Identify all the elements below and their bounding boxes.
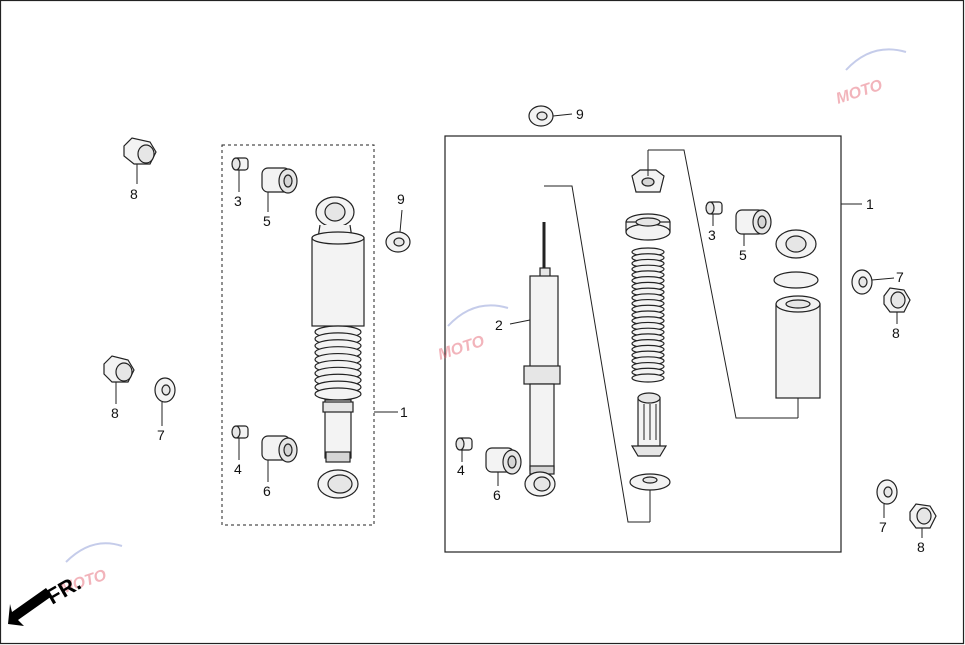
callout-numbers: 8 3 5 9 8 7 1 4 6 9 2 3 5 1 7 8 4 6 7 8 <box>111 106 925 555</box>
callout-1-left: 1 <box>400 404 408 420</box>
acorn-nut-8-right <box>883 287 911 313</box>
acorn-nut-8-top-left <box>123 137 157 165</box>
front-direction-indicator: FR. <box>8 570 85 626</box>
callout-8-right: 8 <box>892 325 900 341</box>
collar-4-right <box>455 437 473 451</box>
spring-seat-lower <box>629 473 671 491</box>
left-assembly-box <box>221 144 375 526</box>
spring-coil <box>314 387 362 401</box>
collar-3-left <box>231 157 249 171</box>
callout-5-right: 5 <box>739 247 747 263</box>
callout-6-right: 6 <box>493 487 501 503</box>
collar-3-right <box>705 201 723 215</box>
callout-6-left: 6 <box>263 483 271 499</box>
collar-4-left <box>231 425 249 439</box>
spring-retainer-top <box>631 169 665 193</box>
callout-1-right: 1 <box>866 196 874 212</box>
spring-coil <box>631 373 665 383</box>
bushing-5-right <box>735 209 772 235</box>
callout-7-right: 7 <box>896 269 904 285</box>
washer-9-left <box>385 231 411 253</box>
watermark-text: MOTO <box>834 77 885 108</box>
callout-9-top: 9 <box>576 106 584 122</box>
bump-cover <box>773 229 821 399</box>
washer-7-mid-left <box>154 377 176 403</box>
spring-adjuster <box>630 392 668 457</box>
callout-3-left: 3 <box>234 193 242 209</box>
callout-8-top-left: 8 <box>130 186 138 202</box>
bushing-5-left <box>261 167 298 194</box>
washer-9-top <box>528 105 554 127</box>
washer-7-right <box>851 269 873 295</box>
shock-absorber-assembled <box>311 196 365 499</box>
callout-7-bottom-right: 7 <box>879 519 887 535</box>
watermark-top-right: MOTO <box>834 48 907 108</box>
spring-seat-upper <box>625 213 671 241</box>
bushing-6-left <box>261 435 298 463</box>
coil-spring <box>631 247 665 383</box>
bushing-6-right <box>485 447 522 475</box>
callout-4-right: 4 <box>457 462 465 478</box>
callout-3-right: 3 <box>708 227 716 243</box>
acorn-nut-8-mid-left <box>103 355 135 383</box>
assembly-guide-lines <box>544 149 799 523</box>
callout-4-left: 4 <box>234 461 242 477</box>
acorn-nut-8-bottom-right <box>909 503 937 529</box>
callout-8-bottom-right: 8 <box>917 539 925 555</box>
callout-5-left: 5 <box>263 213 271 229</box>
callout-leaders <box>115 113 923 538</box>
callout-7-mid-left: 7 <box>157 427 165 443</box>
washer-7-bottom-right <box>876 479 898 505</box>
arrow-down-left-icon <box>8 588 52 626</box>
watermark-center: MOTO <box>436 304 509 364</box>
callout-8-mid-left: 8 <box>111 405 119 421</box>
right-assembly-box <box>444 135 842 553</box>
callout-2: 2 <box>495 317 503 333</box>
damper-unit-2 <box>523 222 561 497</box>
callout-9-left: 9 <box>397 191 405 207</box>
watermark-text: MOTO <box>436 333 487 364</box>
